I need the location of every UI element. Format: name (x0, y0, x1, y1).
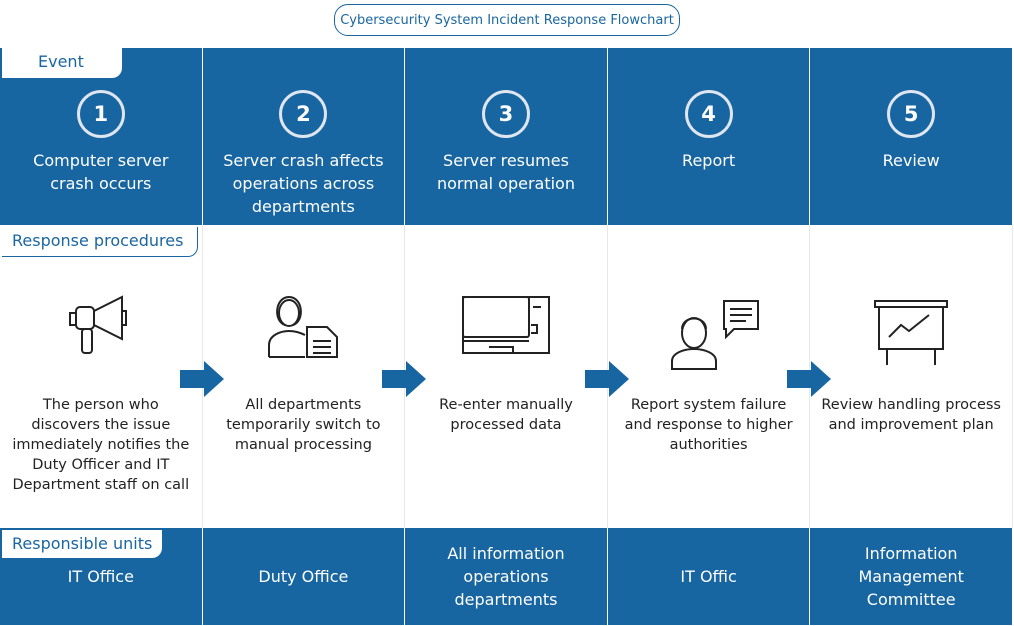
unit-text: All information operations departments (447, 544, 565, 609)
response-5: Review handling process and improvement … (810, 225, 1013, 528)
presentation-chart-icon (874, 300, 949, 365)
event-text: Server crash affects operations across d… (223, 151, 384, 216)
response-text: Re-enter manually processed data (439, 397, 573, 433)
unit-text: IT Office (67, 567, 134, 586)
event-text: Review (882, 151, 940, 170)
event-text: Report (682, 151, 736, 170)
step-number: 3 (481, 90, 530, 138)
unit-4: IT Offic (607, 528, 811, 625)
response-4: Report system failure and response to hi… (608, 225, 832, 528)
response-text: The person who discovers the issue immed… (12, 397, 190, 493)
event-text: Computer server crash occurs (33, 151, 169, 193)
person-document-icon (268, 295, 339, 358)
unit-2: Duty Office (202, 528, 406, 625)
desktop-computer-icon (461, 296, 550, 354)
response-1: The person who discovers the issue immed… (0, 225, 224, 528)
arrow-right-icon (179, 361, 224, 397)
response-3: Re-enter manually processed data (405, 225, 629, 528)
unit-3: All information operations departments (405, 528, 608, 625)
chart-title: Cybersecurity System Incident Response F… (334, 4, 680, 36)
unit-text: Duty Office (258, 567, 349, 586)
step-number: 5 (887, 90, 936, 138)
response-text: All departments temporarily switch to ma… (226, 397, 381, 453)
person-speech-icon (670, 300, 759, 370)
event-text: Server resumes normal operation (437, 151, 575, 193)
arrow-right-icon (787, 361, 832, 397)
response-area: Response procedures The person who disco… (0, 225, 1014, 528)
units-label: Responsible units (2, 530, 162, 558)
units-band: Responsible units IT Office Duty Office … (0, 528, 1014, 625)
response-label: Response procedures (2, 227, 198, 257)
step-number: 1 (76, 90, 125, 138)
step-number: 2 (279, 90, 328, 138)
unit-5: Information Management Committee (810, 528, 1013, 625)
response-text: Review handling process and improvement … (821, 397, 1001, 433)
arrow-right-icon (584, 361, 629, 397)
unit-text: IT Offic (680, 567, 737, 586)
unit-text: Information Management Committee (858, 544, 964, 609)
step-number: 4 (684, 90, 733, 138)
response-2: All departments temporarily switch to ma… (203, 225, 427, 528)
arrow-right-icon (382, 361, 427, 397)
megaphone-icon (68, 295, 127, 354)
response-text: Report system failure and response to hi… (624, 397, 793, 453)
event-label: Event (2, 48, 122, 78)
